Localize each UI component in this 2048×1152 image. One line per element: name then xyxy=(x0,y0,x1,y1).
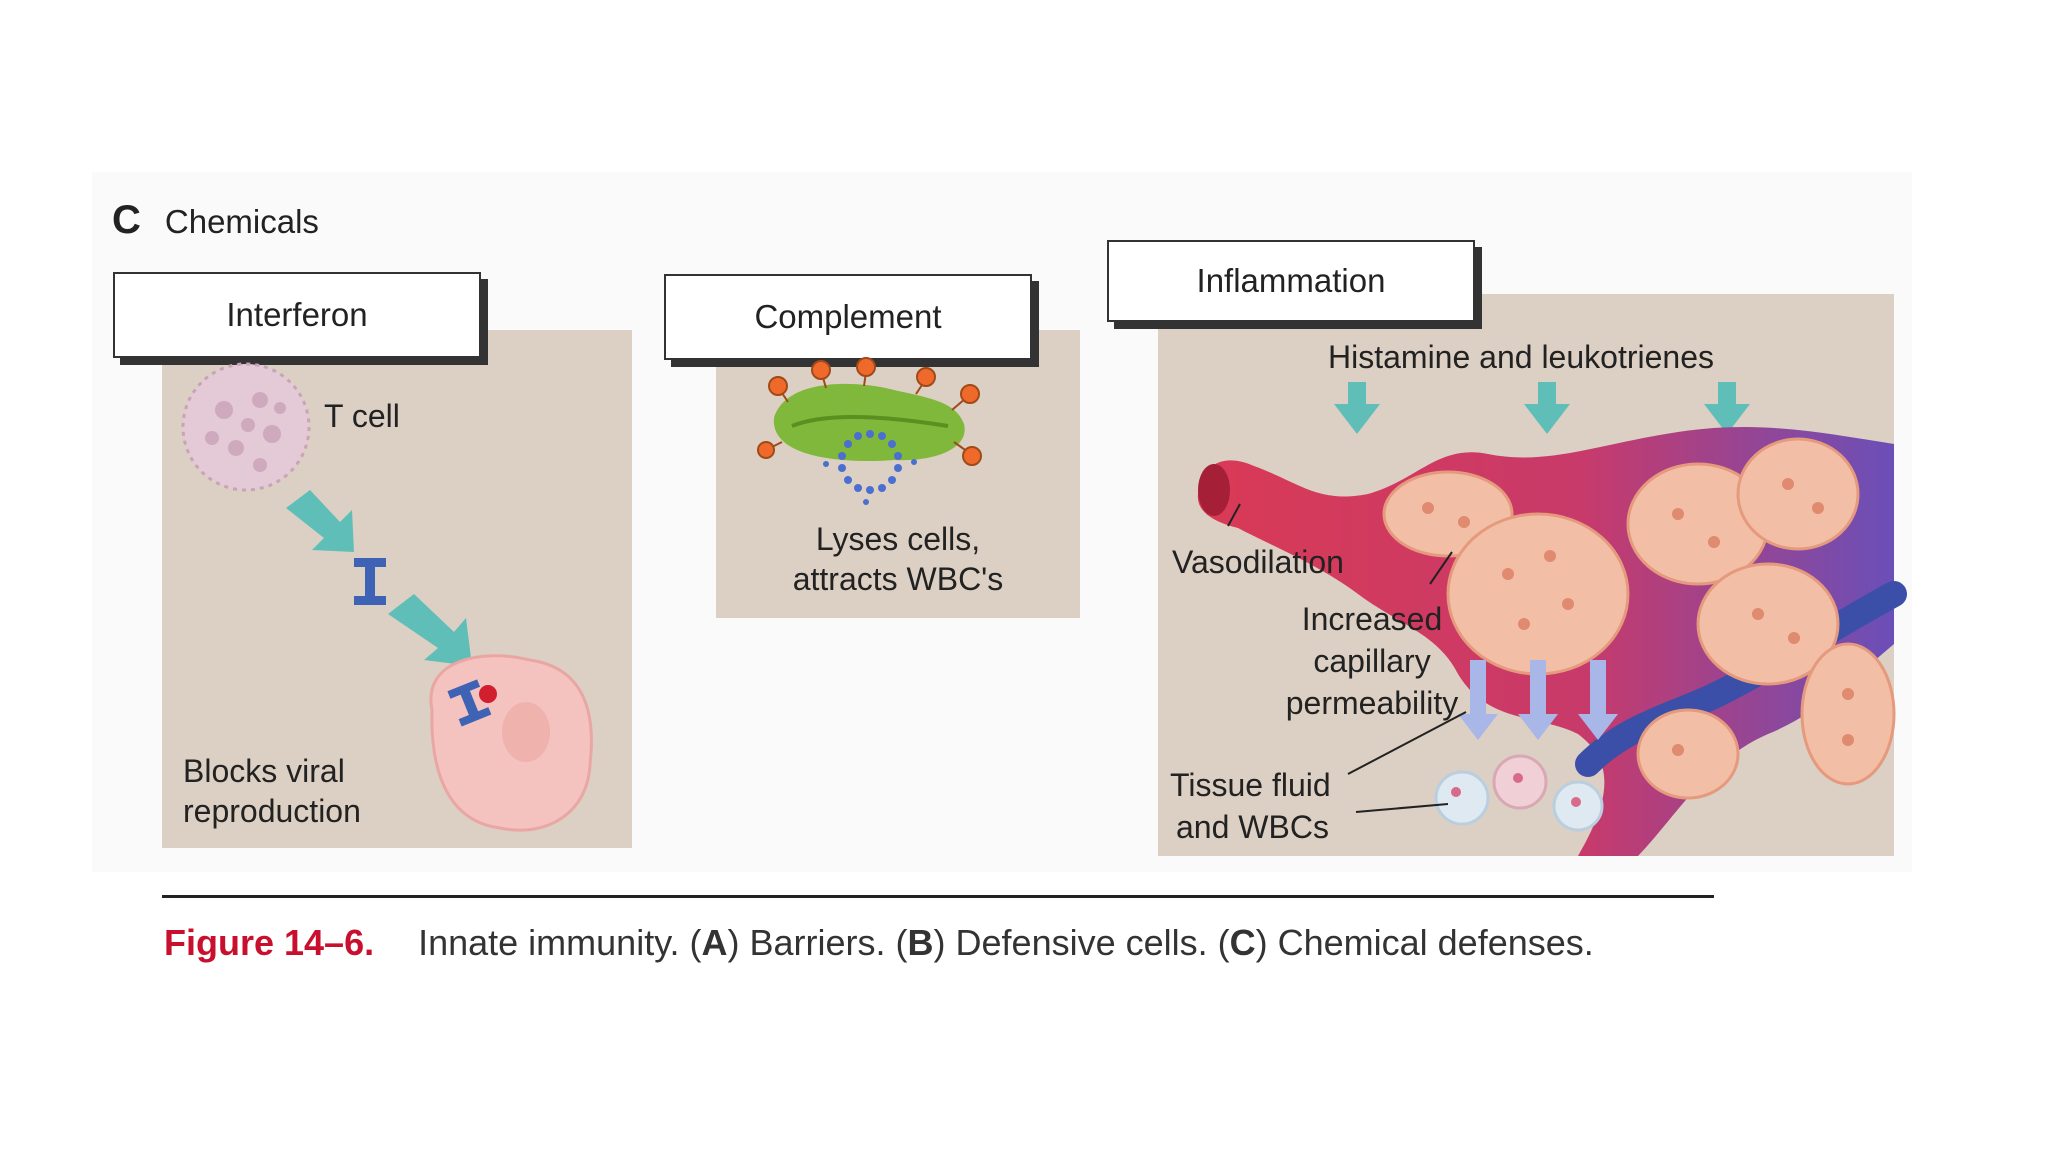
vasodilation-label: Vasodilation xyxy=(1172,543,1344,582)
caption-letter-b: B xyxy=(908,922,934,963)
caption-letter-a: A xyxy=(702,922,728,963)
histamine-label: Histamine and leukotrienes xyxy=(1328,338,1714,377)
histamine-arrow-icons xyxy=(1334,382,1750,434)
tissue-fluid-label-line1: Tissue fluid xyxy=(1170,766,1331,805)
permeability-label-line3: permeability xyxy=(1252,684,1492,723)
permeability-label-line1: Increased xyxy=(1252,600,1492,639)
caption-rule xyxy=(162,895,1714,898)
tissue-fluid-label-line2: and WBCs xyxy=(1176,808,1329,847)
section-title: Chemicals xyxy=(165,203,319,240)
section-heading: C Chemicals xyxy=(112,198,319,243)
section-letter: C xyxy=(112,198,141,242)
caption-letter-c: C xyxy=(1230,922,1256,963)
caption-c-text: ) Chemical defenses. xyxy=(1256,922,1594,963)
figure-caption: Figure 14–6. Innate immunity. (A) Barrier… xyxy=(164,922,1594,964)
teal-arrow-icon xyxy=(286,490,354,552)
caption-b-text: ) Defensive cells. ( xyxy=(934,922,1230,963)
figure-number: Figure 14–6. xyxy=(164,922,374,963)
complement-caption-line2: attracts WBC's xyxy=(716,560,1080,599)
interferon-caption-line1: Blocks viral xyxy=(183,752,345,791)
interferon-molecule-icon xyxy=(354,558,386,605)
t-cell-icon xyxy=(183,364,309,490)
t-cell-label: T cell xyxy=(324,397,400,436)
teal-arrow-icon xyxy=(388,594,472,666)
interferon-caption-line2: reproduction xyxy=(183,792,361,831)
caption-a-text: ) Barriers. ( xyxy=(728,922,908,963)
virus-dot-icon xyxy=(479,685,497,703)
permeability-label-line2: capillary xyxy=(1252,642,1492,681)
interferon-title: Interferon xyxy=(226,296,367,334)
host-cell-icon xyxy=(431,656,592,830)
caption-lead: Innate immunity. ( xyxy=(418,922,701,963)
pathogen-icon xyxy=(774,384,965,461)
complement-caption-line1: Lyses cells, xyxy=(716,520,1080,559)
